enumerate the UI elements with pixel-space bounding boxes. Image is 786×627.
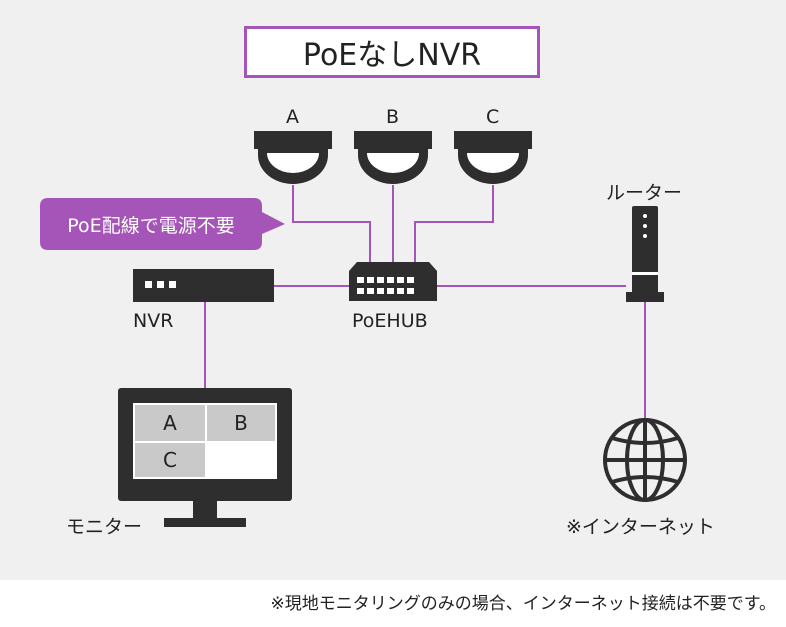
footer-note: ※現地モニタリングのみの場合、インターネット接続は不要です。 (270, 594, 776, 614)
diagram-canvas (40, 131, 687, 527)
monitor-cell-a-label: A (163, 411, 177, 435)
internet-label: ※インターネット (566, 516, 715, 538)
nvr-label: NVR (133, 310, 174, 332)
camera-c-label: C (486, 106, 500, 128)
monitor-cell-empty (207, 443, 275, 477)
monitor-icon (118, 388, 292, 527)
line-camera-a-hub (292, 185, 371, 262)
monitor-label: モニター (66, 516, 143, 538)
monitor-cell-c-label: C (163, 448, 177, 472)
camera-c-icon (454, 131, 532, 184)
camera-b-icon (354, 131, 432, 184)
connection-lines (204, 185, 646, 420)
callout-text: PoE配線で電源不要 (67, 214, 235, 237)
camera-a-label: A (286, 106, 299, 128)
monitor-cell-b-label: B (234, 411, 248, 435)
monitor-cell-b (207, 405, 275, 441)
callout-bubble (40, 198, 285, 250)
router-label: ルーター (606, 182, 683, 204)
monitor-cell-a (135, 405, 205, 441)
globe-icon (603, 418, 687, 502)
router-icon (626, 206, 664, 302)
poe-hub-icon (349, 262, 437, 301)
monitor-cell-c (135, 443, 205, 477)
page-title: PoEなしNVR (244, 26, 540, 78)
nvr-icon (133, 269, 274, 302)
line-camera-c-hub (414, 185, 494, 262)
camera-a-icon (254, 131, 332, 184)
poe-hub-label: PoEHUB (352, 310, 428, 332)
camera-b-label: B (386, 106, 400, 128)
